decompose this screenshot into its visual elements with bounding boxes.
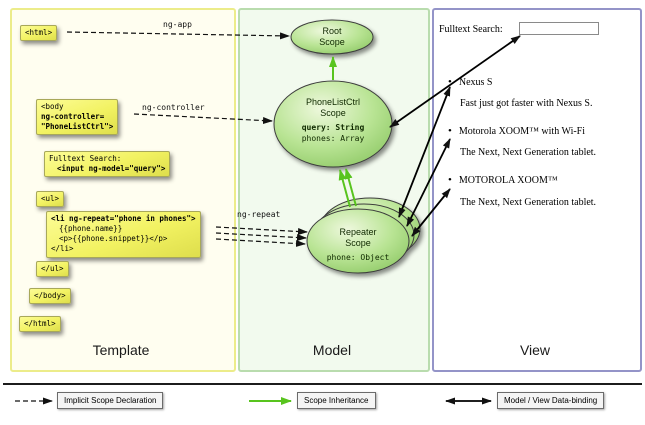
- list-item: Nexus S Fast just got faster with Nexus …: [448, 76, 630, 110]
- phone-snippet: The Next, Next Generation tablet.: [460, 147, 597, 159]
- legend-implicit-scope-declaration: Implicit Scope Declaration: [57, 392, 164, 409]
- phone-name: Motorola XOOM™ with Wi-Fi: [448, 125, 630, 138]
- code-line: "PhoneListCtrl">: [41, 122, 114, 132]
- phone-snippet: The Next, Next Generation tablet.: [460, 196, 597, 208]
- scope-type: Scope: [319, 36, 345, 47]
- scope-name: Root: [322, 26, 342, 36]
- code-ul-close: </ul>: [36, 261, 69, 278]
- code-line: <body: [41, 102, 64, 111]
- template-panel: [10, 8, 236, 372]
- fulltext-search-label: Fulltext Search:: [439, 24, 503, 35]
- fulltext-search-input[interactable]: [519, 22, 599, 35]
- code-line: ng-controller=: [41, 112, 105, 122]
- list-item: Motorola XOOM™ with Wi-Fi The Next, Next…: [448, 125, 630, 159]
- code-line: </html>: [24, 319, 56, 328]
- code-line: </body>: [34, 291, 66, 300]
- code-line: <input ng-model="query">: [57, 164, 166, 174]
- model-panel-title: Model: [312, 342, 352, 358]
- ng-controller-label: ng-controller: [142, 103, 205, 112]
- model-panel: [238, 8, 430, 372]
- ng-app-label: ng-app: [163, 20, 192, 29]
- scope-prop-query: query: String: [301, 122, 365, 132]
- code-line: <p>{{phone.snippet}}</p>: [59, 234, 168, 244]
- scope-prop-phone: phone: Object: [326, 252, 390, 262]
- scope-name: Repeater: [339, 227, 377, 237]
- root-scope-label: Root Scope: [297, 26, 367, 48]
- ng-repeat-label: ng-repeat: [237, 210, 281, 219]
- phone-snippet: Fast just got faster with Nexus S.: [460, 98, 593, 110]
- code-line: <html>: [25, 28, 53, 37]
- code-line: <li ng-repeat="phone in phones">: [51, 214, 196, 223]
- code-html-open: <html>: [20, 25, 58, 42]
- code-line: </li>: [51, 244, 74, 254]
- code-line: </ul>: [41, 264, 64, 273]
- legend-model-view-data-binding: Model / View Data-binding: [497, 392, 605, 409]
- phone-name: Nexus S: [448, 76, 630, 89]
- phone-name: MOTOROLA XOOM™: [448, 174, 630, 187]
- phone-list: Nexus S Fast just got faster with Nexus …: [448, 76, 630, 224]
- code-html-close: </html>: [19, 316, 61, 333]
- code-body-close: </body>: [29, 288, 71, 305]
- legend-separator: [3, 383, 642, 385]
- code-ul-open: <ul>: [36, 191, 65, 208]
- view-panel-title: View: [519, 342, 551, 358]
- code-fulltext-search: Fulltext Search: <input ng-model="query"…: [44, 151, 171, 178]
- legend-scope-inheritance: Scope Inheritance: [297, 392, 376, 409]
- list-item: MOTOROLA XOOM™ The Next, Next Generation…: [448, 174, 630, 208]
- code-line: Fulltext Search:: [49, 154, 122, 163]
- code-li-repeat: <li ng-repeat="phone in phones"> {{phone…: [46, 211, 201, 258]
- code-line: {{phone.name}}: [59, 224, 123, 234]
- template-panel-title: Template: [92, 342, 150, 358]
- code-body-open: <body ng-controller= "PhoneListCtrl">: [36, 99, 119, 136]
- code-line: <ul>: [41, 194, 60, 203]
- scope-prop-phones: phones: Array: [301, 133, 365, 143]
- phonelistctrl-scope-label: PhoneListCtrl Scope query: String phones…: [276, 97, 390, 144]
- scope-name: PhoneListCtrl: [305, 97, 361, 107]
- repeater-scope-label: Repeater Scope phone: Object: [309, 227, 407, 263]
- scope-type: Scope: [345, 237, 371, 248]
- scope-type: Scope: [320, 107, 346, 118]
